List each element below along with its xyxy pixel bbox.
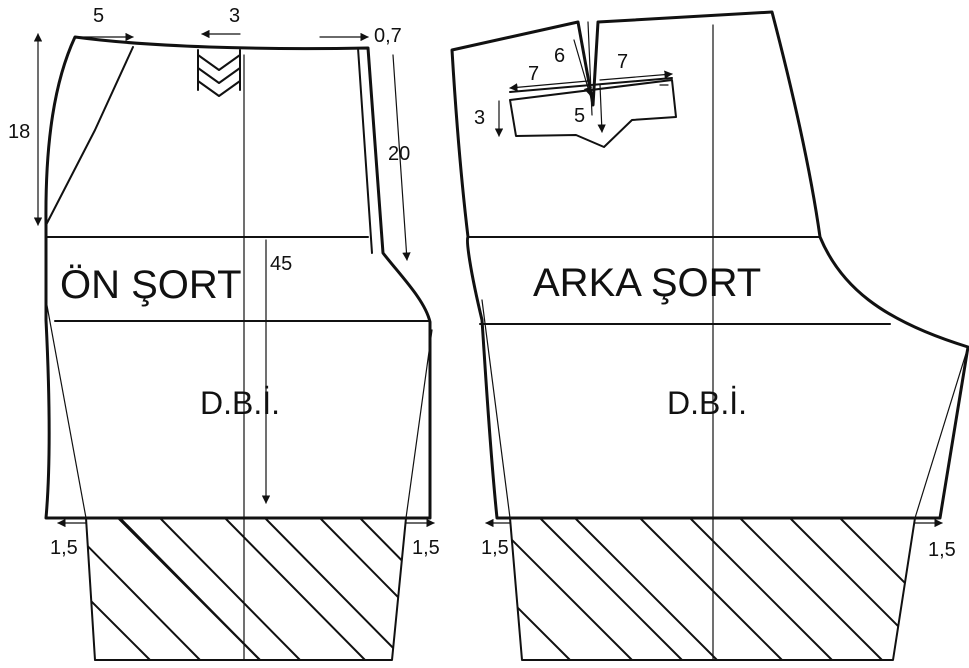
back-dart-center xyxy=(587,21,593,116)
back-dim-pocket-right: 7 xyxy=(617,51,628,73)
front-dim-waist-dart: 3 xyxy=(229,5,240,27)
front-dimensions xyxy=(33,29,435,528)
back-pocket xyxy=(509,79,677,148)
back-extra-side-line-right xyxy=(914,346,969,519)
front-dim-side-length: 20 xyxy=(388,143,410,165)
front-hem xyxy=(85,517,407,661)
back-dimensions xyxy=(485,39,943,528)
back-title: ARKA ŞORT xyxy=(533,261,761,305)
back-dim-pocket-left: 7 xyxy=(528,63,539,85)
front-subtitle: D.B.İ. xyxy=(200,385,280,421)
back-subtitle: D.B.İ. xyxy=(667,385,747,421)
back-piece xyxy=(450,10,969,520)
front-dim-hem-right: 1,5 xyxy=(412,537,440,559)
back-pocket-line xyxy=(509,77,673,93)
back-hem xyxy=(509,517,916,661)
front-dim-waist-left: 5 xyxy=(93,5,104,27)
back-dim-hem-left: 1,5 xyxy=(481,537,509,559)
front-pocket-line xyxy=(45,46,134,226)
back-dim-pocket-height: 3 xyxy=(474,107,485,129)
front-dim-pocket-height: 18 xyxy=(8,121,30,143)
back-outline xyxy=(450,10,969,520)
front-dart-chevrons xyxy=(197,49,241,97)
back-extra-side-line-left xyxy=(481,299,511,519)
front-title: ÖN ŞORT xyxy=(60,263,242,307)
front-dim-hem-left: 1,5 xyxy=(50,537,78,559)
front-side-inner-line xyxy=(357,47,373,254)
front-dim-length: 45 xyxy=(270,253,292,275)
back-dim-dart-length: 6 xyxy=(554,45,565,67)
front-extra-side-line-left xyxy=(45,299,87,519)
front-dim-waist-right: 0,7 xyxy=(374,25,402,47)
back-dim-dart-depth: 5 xyxy=(574,105,585,127)
front-extra-side-line-right xyxy=(405,329,433,519)
back-dim-hem-right: 1,5 xyxy=(928,539,956,561)
